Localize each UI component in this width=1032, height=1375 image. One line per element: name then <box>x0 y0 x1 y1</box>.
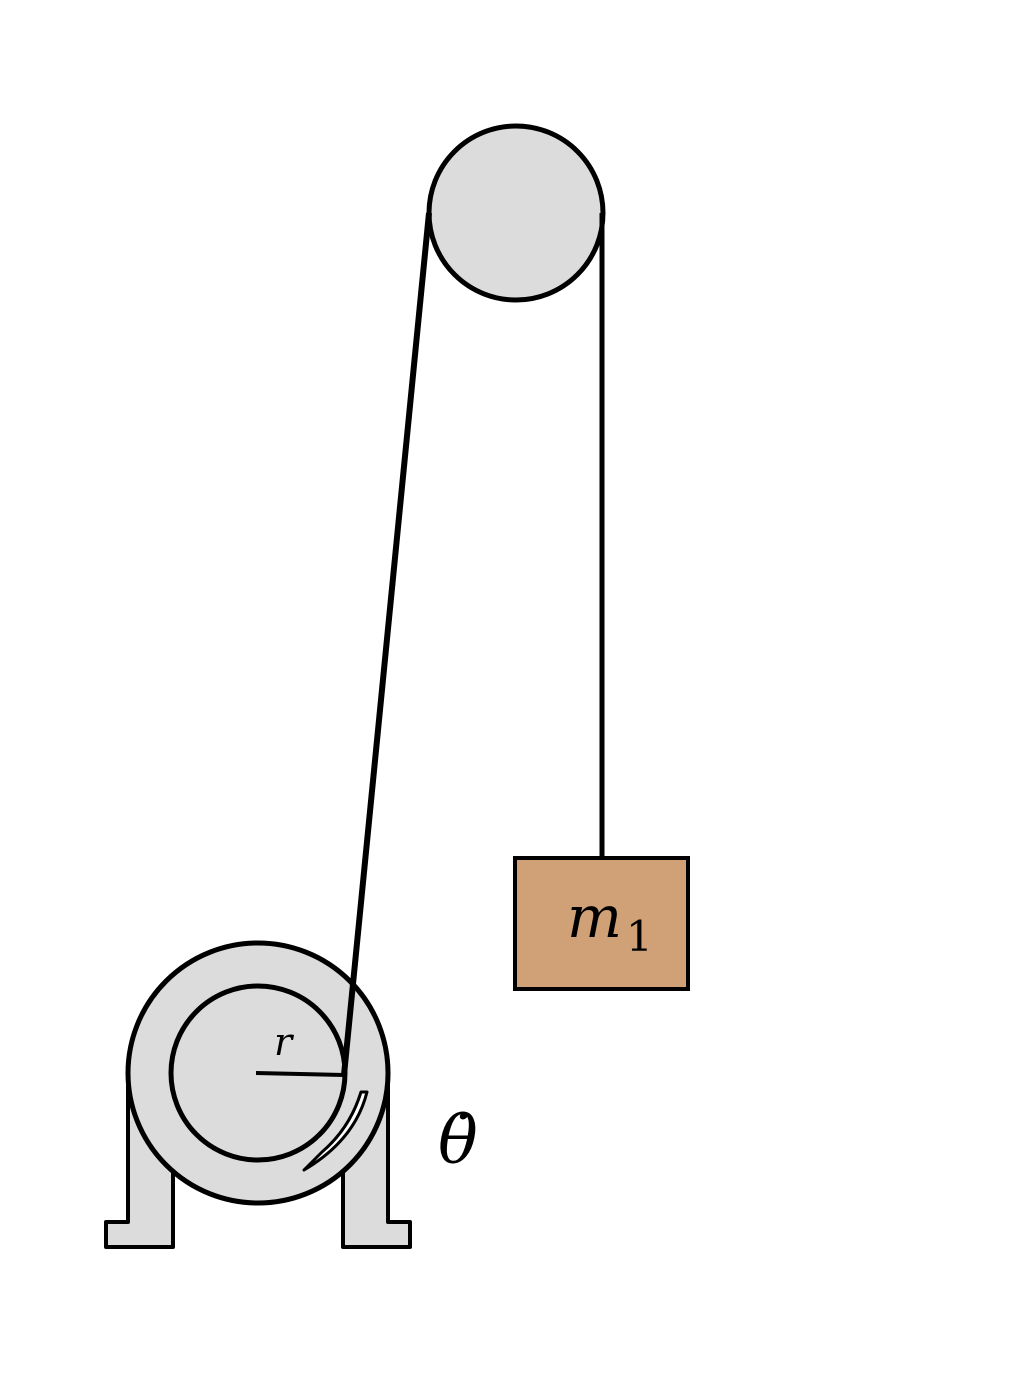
angular-velocity-label: θ̇ <box>438 1102 478 1179</box>
radius-line <box>255 1071 345 1077</box>
mass-label: m <box>567 883 622 951</box>
rotation-arrow-icon <box>302 1090 369 1172</box>
radius-label: r <box>274 1020 295 1064</box>
top-pulley <box>426 123 606 303</box>
rope-winch-to-pulley <box>341 212 432 1076</box>
mass-block <box>513 856 690 991</box>
mass-subscript-label: 1 <box>626 912 653 961</box>
